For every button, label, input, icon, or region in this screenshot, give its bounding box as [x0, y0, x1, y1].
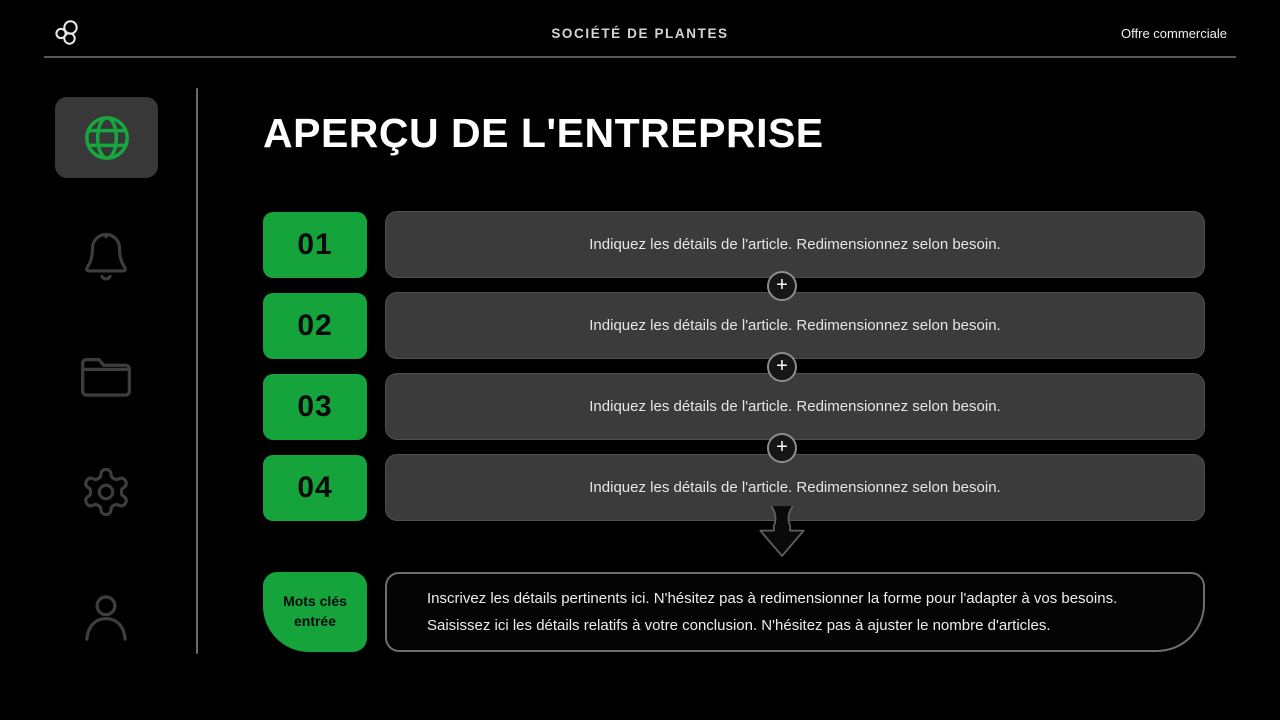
step-number-tile-3: 03 [263, 374, 367, 440]
topbar-divider [44, 56, 1236, 58]
company-title: SOCIÉTÉ DE PLANTES [551, 26, 729, 41]
sidebar-item-files[interactable] [76, 345, 136, 405]
add-row-button-2[interactable]: + [767, 352, 797, 382]
conclusion-line1: Inscrivez les détails pertinents ici. N'… [427, 590, 1118, 607]
keyword-label-line1: Mots clés [283, 593, 347, 610]
step-number-tile-4: 04 [263, 455, 367, 521]
user-icon [85, 595, 127, 641]
sidebar-item-notifications[interactable] [76, 227, 136, 287]
sidebar-item-overview[interactable] [55, 97, 158, 178]
add-row-button-3[interactable]: + [767, 433, 797, 463]
keyword-label-line2: entrée [293, 613, 337, 629]
add-row-button-1[interactable]: + [767, 271, 797, 301]
conclusion-line2: Saisissez ici les détails relatifs à vot… [427, 617, 1051, 634]
down-arrow-icon [759, 505, 805, 557]
offer-link[interactable]: Offre commerciale [1121, 26, 1227, 41]
step-text-box-1[interactable]: Indiquez les détails de l'article. Redim… [385, 211, 1205, 278]
step-number-tile-1: 01 [263, 212, 367, 278]
keyword-entry-tile: Mots clés entrée [263, 572, 367, 652]
bell-icon [85, 232, 127, 281]
sidebar-divider [196, 88, 198, 654]
sidebar-item-settings[interactable] [76, 462, 136, 522]
step-text-box-2[interactable]: Indiquez les détails de l'article. Redim… [385, 292, 1205, 359]
step-text-box-3[interactable]: Indiquez les détails de l'article. Redim… [385, 373, 1205, 440]
conclusion-text-box[interactable]: Inscrivez les détails pertinents ici. N'… [385, 572, 1205, 652]
gear-icon [84, 467, 128, 517]
page-title: APERÇU DE L'ENTREPRISE [263, 110, 824, 156]
three-circles-logo-icon [55, 20, 78, 45]
sidebar-item-profile[interactable] [76, 587, 136, 647]
globe-icon [84, 115, 129, 160]
folder-icon [81, 357, 131, 397]
step-number-tile-2: 02 [263, 293, 367, 359]
